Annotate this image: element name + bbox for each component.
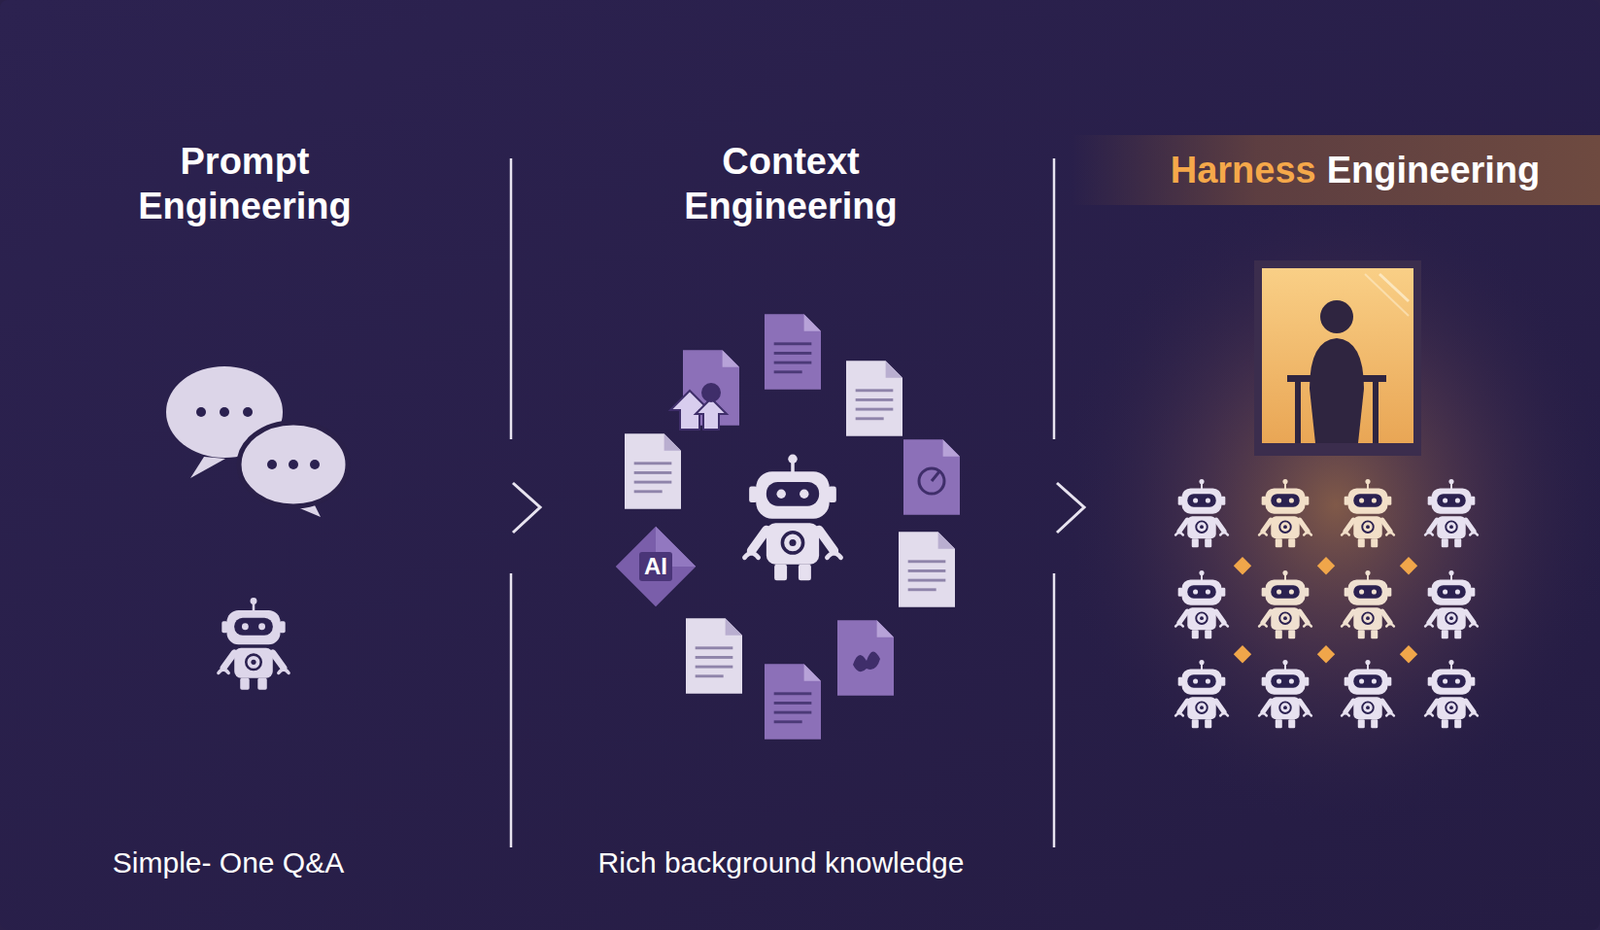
heading-text: Engineering	[1327, 149, 1541, 192]
ai-diamond: AI	[613, 524, 698, 609]
document-ring	[624, 313, 960, 739]
chat-bubbles	[166, 366, 348, 517]
robot-icon	[218, 597, 289, 690]
icon-text: AI	[639, 551, 673, 581]
column-caption: Simple- One Q&A	[24, 845, 433, 882]
column-heading: Prompt Engineering	[99, 138, 391, 230]
robot-team	[1175, 478, 1478, 728]
robot-center	[744, 454, 841, 581]
glow	[1054, 184, 1600, 826]
link-diamonds	[1233, 556, 1418, 663]
column-dividers	[510, 158, 1085, 848]
title-band: HarnessEngineering	[1071, 135, 1600, 205]
heading-accent: Harness	[1170, 149, 1317, 192]
column-heading: Context Engineering	[645, 138, 937, 230]
supervisor-window	[1254, 260, 1422, 456]
column-caption: Rich background knowledge	[547, 845, 1015, 882]
